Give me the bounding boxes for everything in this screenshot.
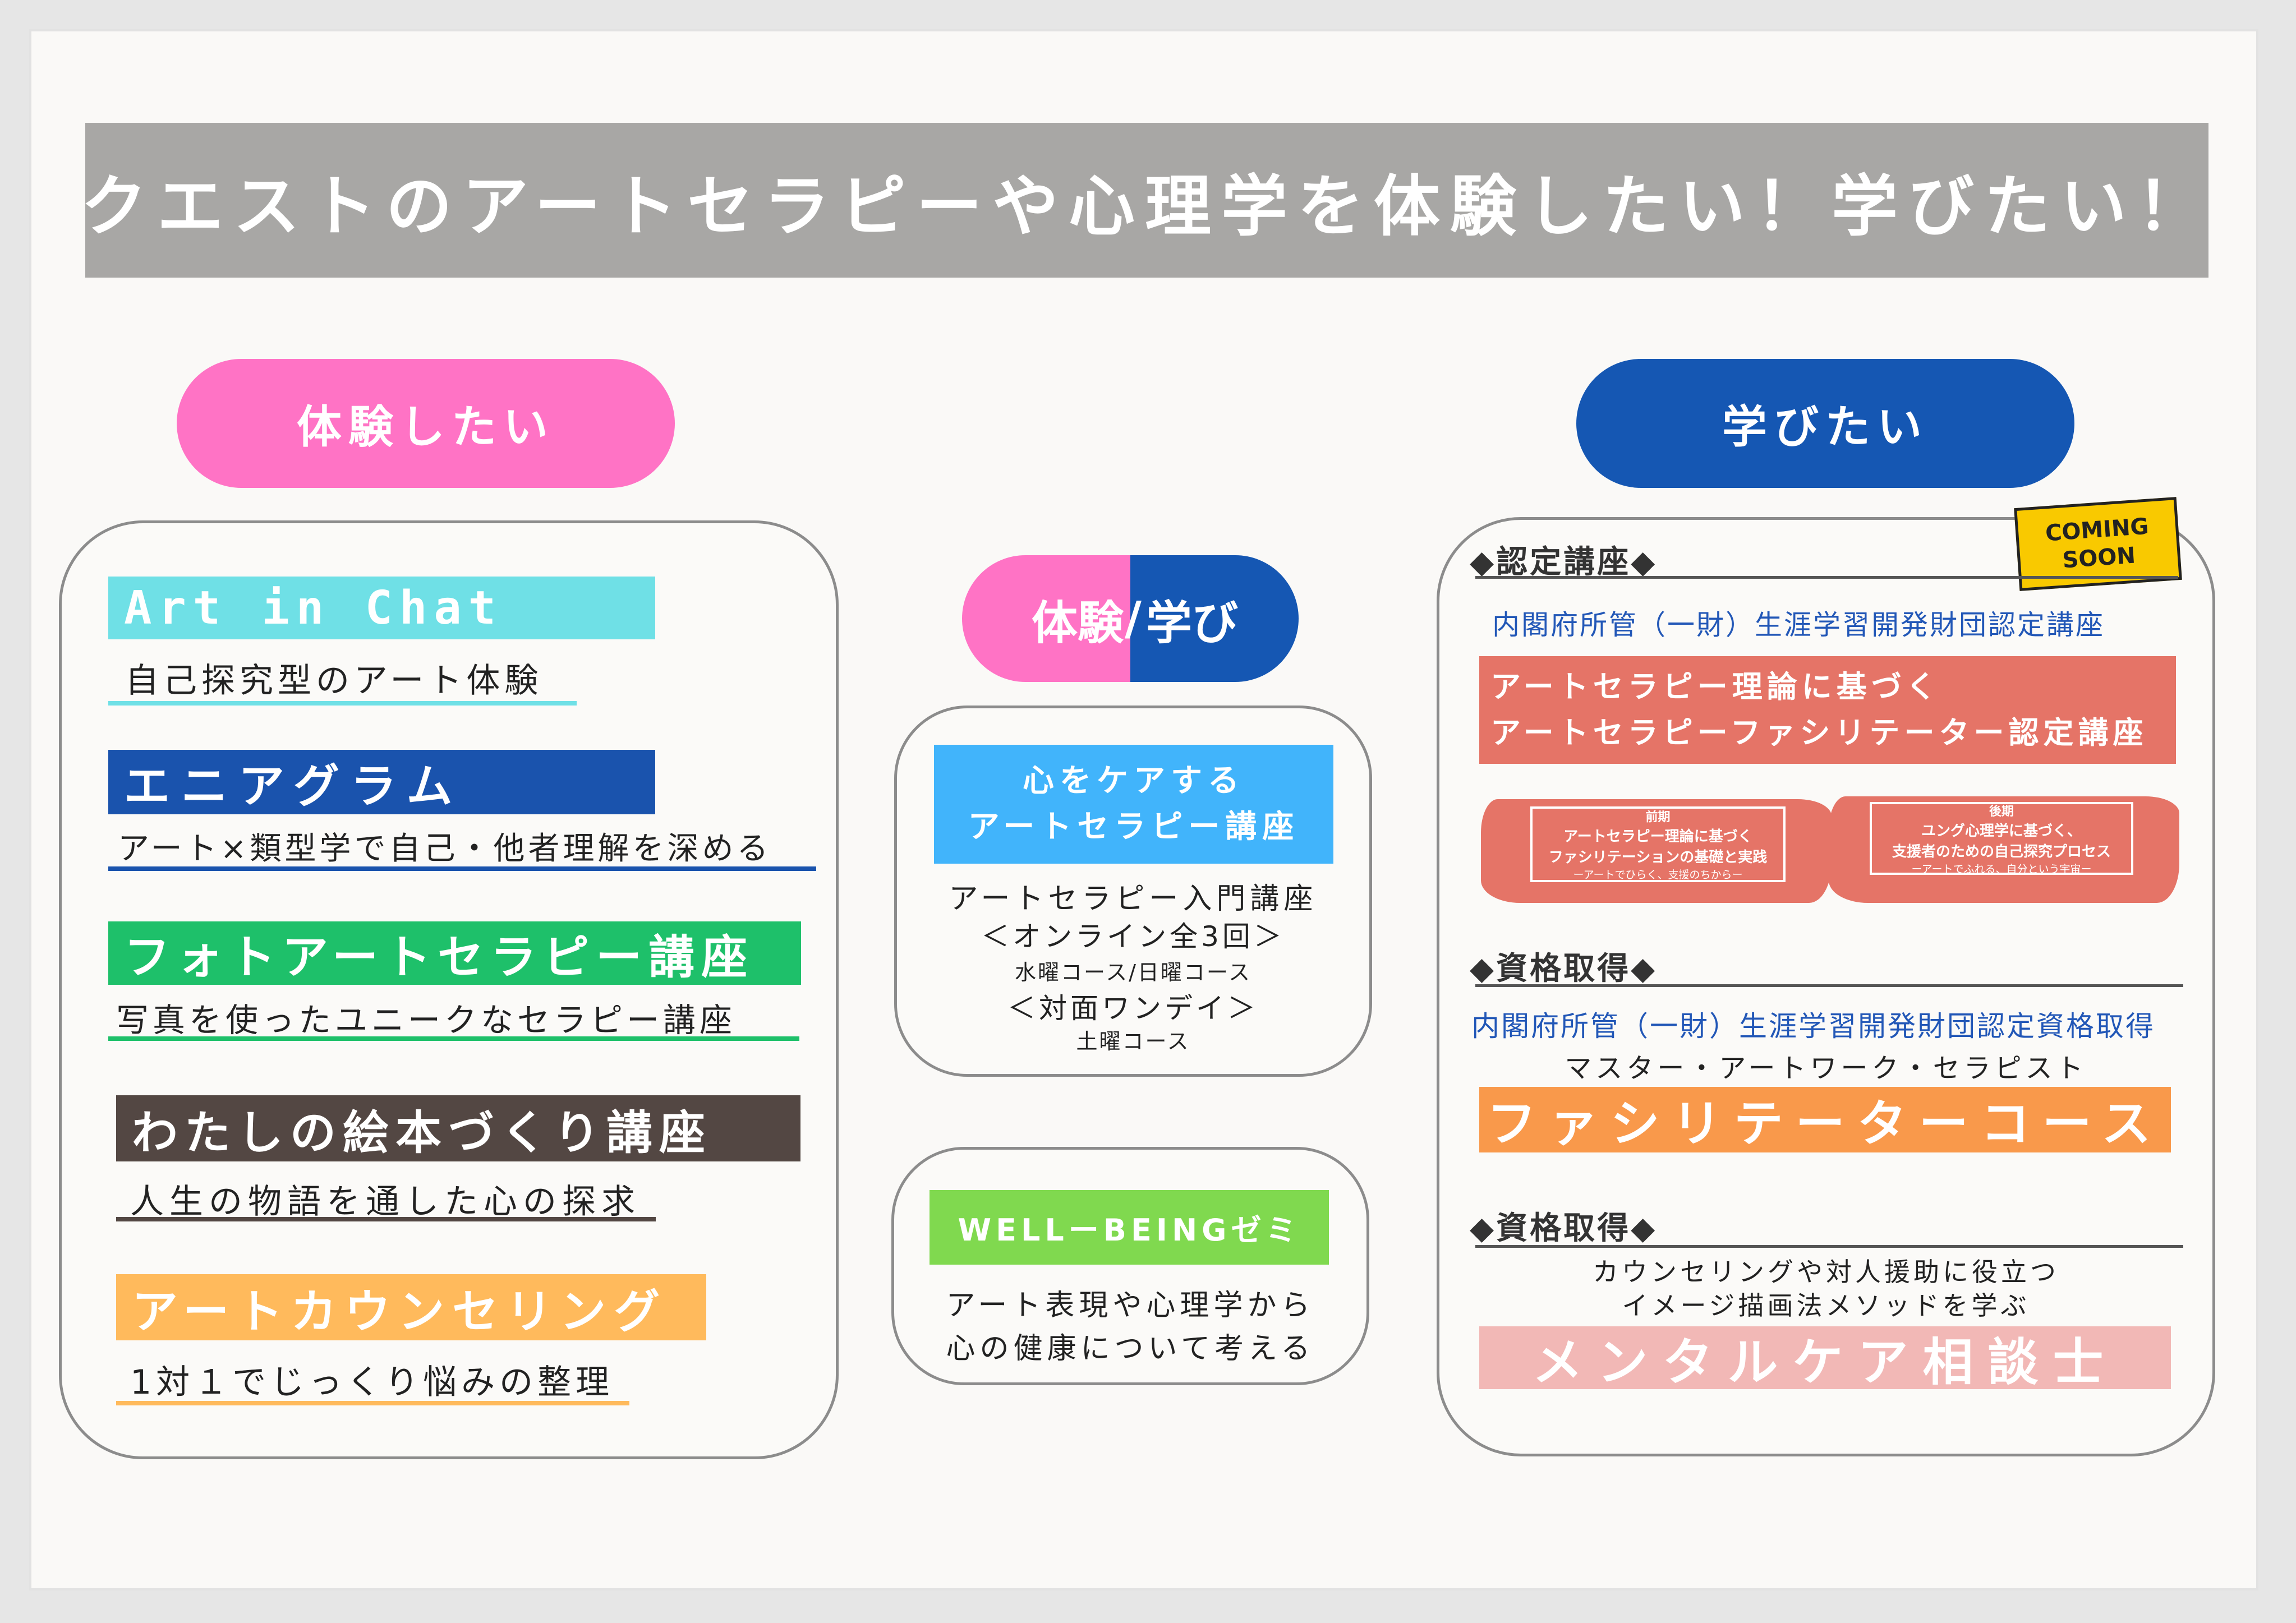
qualification-rule-1 bbox=[1475, 984, 2183, 987]
course-art-in-chat[interactable]: Art in Chat bbox=[108, 577, 655, 639]
certified-course-rule bbox=[1475, 576, 2178, 579]
coming-soon-line-2: SOON bbox=[2062, 542, 2137, 574]
facilitator-certified-course[interactable]: アートセラピー理論に基づく アートセラピーファシリテーター認定講座 bbox=[1479, 656, 2176, 764]
second-term-brush[interactable] bbox=[1829, 796, 2179, 903]
course-art-counseling-desc: 1対１でじっくり悩みの整理 bbox=[130, 1363, 614, 1402]
art-therapy-course-title-box[interactable]: 心をケアする アートセラピー講座 bbox=[934, 745, 1333, 864]
course-art-counseling-label: アートカウンセリング bbox=[132, 1285, 668, 1339]
experience-heading-pill: 体験したい bbox=[177, 359, 675, 488]
second-term-line-1: ユング心理学に基づく、 bbox=[1921, 822, 2082, 840]
art-therapy-course-title-1: 心をケアする bbox=[1023, 763, 1245, 799]
second-term-tag: 後期 bbox=[1989, 804, 2014, 819]
in-person-one-day: ＜対面ワンデイ＞ bbox=[1007, 992, 1259, 1025]
well-being-desc-1: アート表現や心理学から bbox=[946, 1289, 1315, 1322]
facilitator-course-label: ファシリテーターコース bbox=[1487, 1095, 2164, 1152]
first-term-line-1: アートセラピー理論に基づく bbox=[1563, 828, 1752, 845]
art-therapy-intro: アートセラピー入門講座 bbox=[949, 882, 1318, 916]
weekday-courses: 水曜コース/日曜コース bbox=[1014, 960, 1251, 985]
first-term-line-3: ーアートでひらく、支援のちからー bbox=[1573, 869, 1743, 881]
course-art-in-chat-underline bbox=[108, 701, 577, 706]
experience-heading: 体験したい bbox=[297, 401, 555, 453]
counseling-desc-2: イメージ描画法メソッドを学ぶ bbox=[1622, 1290, 2030, 1321]
course-photo-art-therapy-underline bbox=[108, 1036, 799, 1041]
mental-care-counselor-box[interactable]: メンタルケア相談士 bbox=[1479, 1326, 2171, 1392]
course-art-in-chat-desc: 自己探究型のアート体験 bbox=[125, 661, 543, 700]
experience-learning-pill: 体験 / 学び bbox=[962, 555, 1299, 682]
course-picture-book-underline bbox=[116, 1217, 656, 1221]
learning-heading: 学びたい bbox=[1722, 401, 1929, 453]
certified-course-org: 内閣府所管（一財）生涯学習開発財団認定講座 bbox=[1492, 609, 2105, 641]
course-photo-art-therapy[interactable]: フォトアートセラピー講座 bbox=[108, 921, 801, 985]
course-art-counseling[interactable]: アートカウンセリング bbox=[116, 1274, 706, 1340]
art-therapy-course-title-2: アートセラピー講座 bbox=[968, 809, 1300, 845]
well-being-desc-2: 心の健康について考える bbox=[946, 1332, 1315, 1366]
well-being-seminar-title-box[interactable]: WELLーBEINGゼミ bbox=[930, 1190, 1329, 1265]
first-term-brush[interactable] bbox=[1481, 799, 1832, 903]
course-picture-book-desc: 人生の物語を通した心の探求 bbox=[130, 1182, 641, 1221]
facilitator-course-box[interactable]: ファシリテーターコース bbox=[1479, 1087, 2171, 1152]
qualification-org: 内閣府所管（一財）生涯学習開発財団認定資格取得 bbox=[1471, 1010, 2155, 1043]
first-term-line-2: ファシリテーションの基礎と実践 bbox=[1548, 849, 1768, 866]
first-term-tag: 前期 bbox=[1645, 810, 1671, 824]
learning-heading-pill: 学びたい bbox=[1576, 359, 2074, 488]
course-picture-book-label: わたしの絵本づくり講座 bbox=[132, 1106, 712, 1160]
qualification-head-2: ◆資格取得◆ bbox=[1470, 1210, 1658, 1247]
course-photo-art-therapy-label: フォトアートセラピー講座 bbox=[124, 931, 754, 984]
page-title-banner: クエストのアートセラピーや心理学を体験したい！学びたい！ bbox=[85, 123, 2208, 278]
facilitator-course-title-2: アートセラピーファシリテーター認定講座 bbox=[1490, 715, 2148, 750]
course-enneagram-label: エニアグラム bbox=[124, 760, 464, 813]
course-photo-art-therapy-desc: 写真を使ったユニークなセラピー講座 bbox=[116, 1001, 737, 1039]
course-enneagram-desc: アート×類型学で自己・他者理解を深める bbox=[118, 831, 772, 867]
second-term-line-3: ーアートでふれる、自分という宇宙ー bbox=[1911, 863, 2092, 875]
course-picture-book[interactable]: わたしの絵本づくり講座 bbox=[116, 1095, 800, 1161]
saturday-course: 土曜コース bbox=[1076, 1029, 1190, 1054]
mental-care-counselor-label: メンタルケア相談士 bbox=[1532, 1333, 2118, 1392]
course-enneagram-underline bbox=[108, 866, 816, 871]
counseling-desc-1: カウンセリングや対人援助に役立つ bbox=[1593, 1257, 2059, 1287]
experience-learning-pill-left: 体験 bbox=[962, 555, 1130, 682]
course-enneagram[interactable]: エニアグラム bbox=[108, 750, 655, 814]
page-title: クエストのアートセラピーや心理学を体験したい！学びたい！ bbox=[85, 167, 2208, 245]
qualification-rule-2 bbox=[1475, 1245, 2183, 1248]
course-art-counseling-underline bbox=[116, 1401, 629, 1405]
course-art-in-chat-label: Art in Chat bbox=[124, 581, 503, 635]
online-3-sessions: ＜オンライン全3回＞ bbox=[981, 920, 1285, 953]
well-being-seminar-title: WELLーBEINGゼミ bbox=[958, 1212, 1301, 1248]
experience-learning-pill-right: / 学び bbox=[1125, 555, 1299, 682]
facilitator-course-title-1: アートセラピー理論に基づく bbox=[1490, 669, 1941, 704]
well-being-seminar-card bbox=[891, 1147, 1369, 1385]
first-term-box: 前期 アートセラピー理論に基づく ファシリテーションの基礎と実践 ーアートでひら… bbox=[1530, 806, 1786, 882]
qualification-head-1: ◆資格取得◆ bbox=[1470, 951, 1658, 987]
second-term-box: 後期 ユング心理学に基づく、 支援者のための自己探究プロセス ーアートでふれる、… bbox=[1870, 802, 2133, 875]
second-term-line-2: 支援者のための自己探究プロセス bbox=[1892, 843, 2111, 860]
certified-course-head: ◆認定講座◆ bbox=[1470, 544, 1658, 580]
master-artwork-therapist: マスター・アートワーク・セラピスト bbox=[1565, 1053, 2087, 1084]
